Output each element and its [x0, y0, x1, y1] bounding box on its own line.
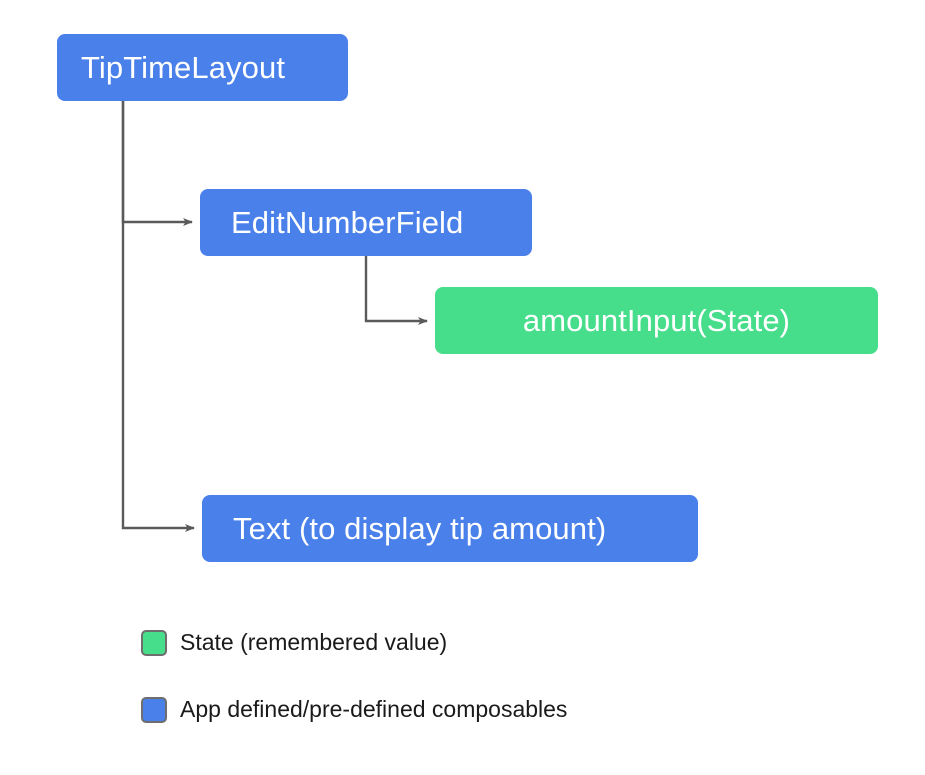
node-tiptimelayout[interactable]: TipTimeLayout	[57, 34, 348, 101]
node-text-tip-amount[interactable]: Text (to display tip amount)	[202, 495, 698, 562]
node-editnumberfield-label: EditNumberField	[231, 204, 464, 240]
edge-editnumberfield-to-amountinput	[364, 256, 428, 325]
node-tiptimelayout-label: TipTimeLayout	[81, 49, 286, 85]
legend-item-composables: App defined/pre-defined composables	[141, 696, 567, 723]
legend-item-state: State (remembered value)	[141, 629, 567, 656]
edge-tiptimelayout-to-text-tip	[121, 101, 195, 532]
legend-item-state-label: State (remembered value)	[180, 629, 448, 655]
legend-swatch-composable-icon	[141, 696, 167, 723]
node-text-tip-amount-label: Text (to display tip amount)	[233, 510, 607, 546]
node-amountinput-label: amountInput(State)	[522, 302, 791, 338]
node-amountinput-state[interactable]: amountInput(State)	[435, 287, 878, 354]
edge-tiptimelayout-to-editnumberfield	[121, 101, 193, 226]
legend-item-composables-label: App defined/pre-defined composables	[180, 696, 568, 722]
legend-swatch-state-icon	[141, 629, 167, 656]
legend: State (remembered value) App defined/pre…	[141, 629, 567, 723]
node-editnumberfield[interactable]: EditNumberField	[200, 189, 532, 256]
